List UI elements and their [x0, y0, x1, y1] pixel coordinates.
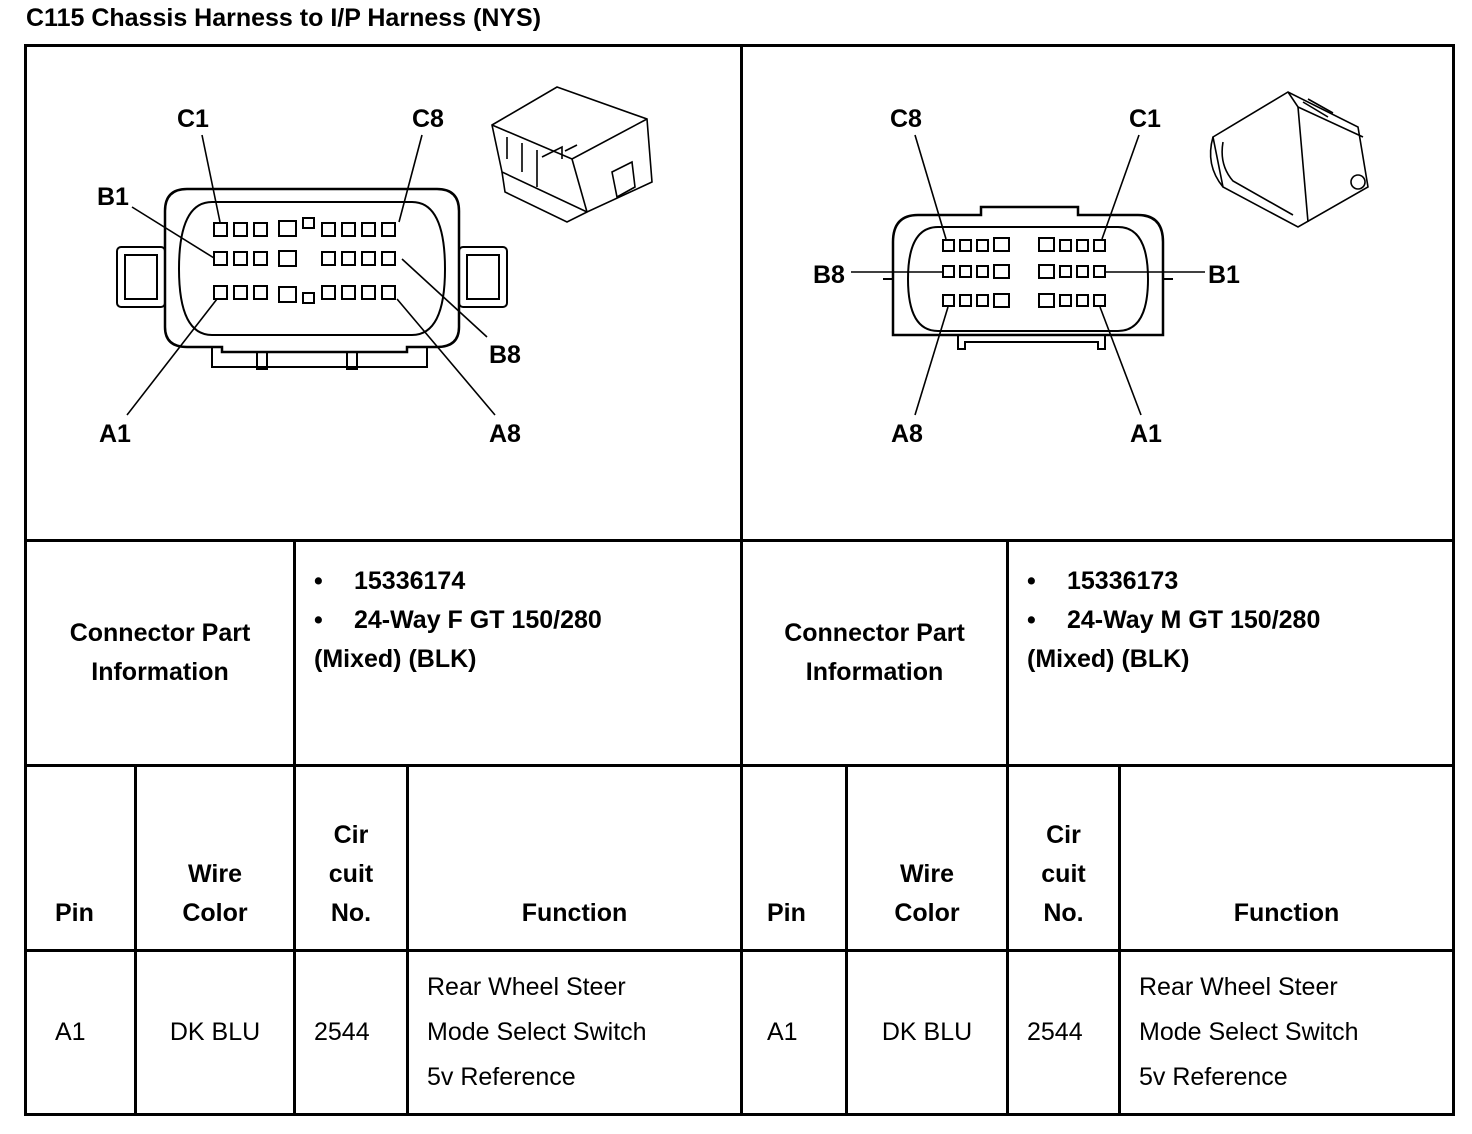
- col-divider: [1006, 539, 1009, 1116]
- pin-label-a1: A1: [1130, 420, 1162, 448]
- circuit-header-text: Cir cuit No.: [328, 821, 374, 927]
- page-title: C115 Chassis Harness to I/P Harness (NYS…: [26, 4, 542, 32]
- right-col-wire-color: Wire Color: [848, 767, 1006, 949]
- connector-table: [24, 44, 1455, 1116]
- right-col-pin: Pin: [767, 899, 806, 927]
- right-col-circuit-no: Cir cuit No.: [1009, 767, 1118, 949]
- function-line: Mode Select Switch: [1139, 1018, 1359, 1046]
- col-divider: [1118, 764, 1121, 1116]
- col-divider: [134, 764, 137, 1116]
- diagram-divider: [24, 539, 1455, 542]
- part-info-label-text: Connector Part Information: [784, 619, 965, 686]
- table-row-pin: A1: [767, 1018, 798, 1046]
- table-row-function: Rear Wheel Steer Mode Select Switch 5v R…: [409, 952, 740, 1113]
- pin-label-a8: A8: [891, 420, 923, 448]
- left-col-circuit-no: Cir cuit No.: [296, 767, 406, 949]
- table-row-circuit-no: 2544: [1027, 1018, 1083, 1046]
- left-part-number: 15336174: [354, 567, 466, 595]
- pin-label-b1: B1: [97, 183, 129, 211]
- table-row-wire-color: DK BLU: [169, 1018, 261, 1046]
- function-line: 5v Reference: [427, 1063, 576, 1091]
- function-line: Rear Wheel Steer: [1139, 973, 1338, 1001]
- wire-color-header-text: Wire Color: [894, 860, 960, 927]
- right-part-info: •15336173 •24-Way M GT 150/280 (Mixed) (…: [1009, 542, 1452, 764]
- left-part-info: •15336174 •24-Way F GT 150/280 (Mixed) (…: [296, 542, 740, 764]
- left-col-wire-color: Wire Color: [137, 767, 293, 949]
- function-line: Rear Wheel Steer: [427, 973, 626, 1001]
- table-row-circuit-no: 2544: [314, 1018, 370, 1046]
- table-row-wire-color: DK BLU: [881, 1018, 973, 1046]
- function-line: 5v Reference: [1139, 1063, 1288, 1091]
- function-line: Mode Select Switch: [427, 1018, 647, 1046]
- col-divider: [406, 764, 409, 1116]
- pin-label-c1: C1: [177, 105, 209, 133]
- left-connector-diagram: C1 C8 B1 B8 A1 A8: [97, 86, 653, 448]
- header-divider: [24, 949, 1455, 952]
- right-part-info-label: Connector Part Information: [743, 542, 1006, 764]
- part-info-label-text: Connector Part Information: [69, 619, 251, 686]
- pin-label-b8: B8: [489, 341, 521, 369]
- right-description-line2: (Mixed) (BLK): [1027, 645, 1190, 673]
- circuit-header-text: Cir cuit No.: [1041, 821, 1086, 927]
- pin-label-b8: B8: [813, 261, 845, 289]
- pin-label-c1: C1: [1129, 105, 1161, 133]
- left-col-function: Function: [521, 899, 628, 927]
- pin-label-c8: C8: [890, 105, 922, 133]
- table-row-function: Rear Wheel Steer Mode Select Switch 5v R…: [1121, 952, 1452, 1113]
- right-description-line1: 24-Way M GT 150/280: [1067, 606, 1321, 634]
- left-col-pin: Pin: [55, 899, 94, 927]
- wire-color-header-text: Wire Color: [182, 860, 248, 927]
- col-divider: [293, 539, 296, 1116]
- right-col-function: Function: [1233, 899, 1340, 927]
- table-row-pin: A1: [55, 1018, 86, 1046]
- pin-label-a8: A8: [489, 420, 521, 448]
- center-divider: [740, 44, 743, 1116]
- pin-label-b1: B1: [1208, 261, 1240, 289]
- col-divider: [845, 764, 848, 1116]
- right-connector-diagram: C8 C1 B8 B1 A8 A1: [813, 91, 1369, 448]
- left-part-info-label: Connector Part Information: [27, 542, 293, 764]
- pin-label-a1: A1: [99, 420, 131, 448]
- left-description-line1: 24-Way F GT 150/280: [354, 606, 602, 634]
- info-divider: [24, 764, 1455, 767]
- left-description-line2: (Mixed) (BLK): [314, 645, 477, 673]
- right-part-number: 15336173: [1067, 567, 1179, 595]
- pin-label-c8: C8: [412, 105, 444, 133]
